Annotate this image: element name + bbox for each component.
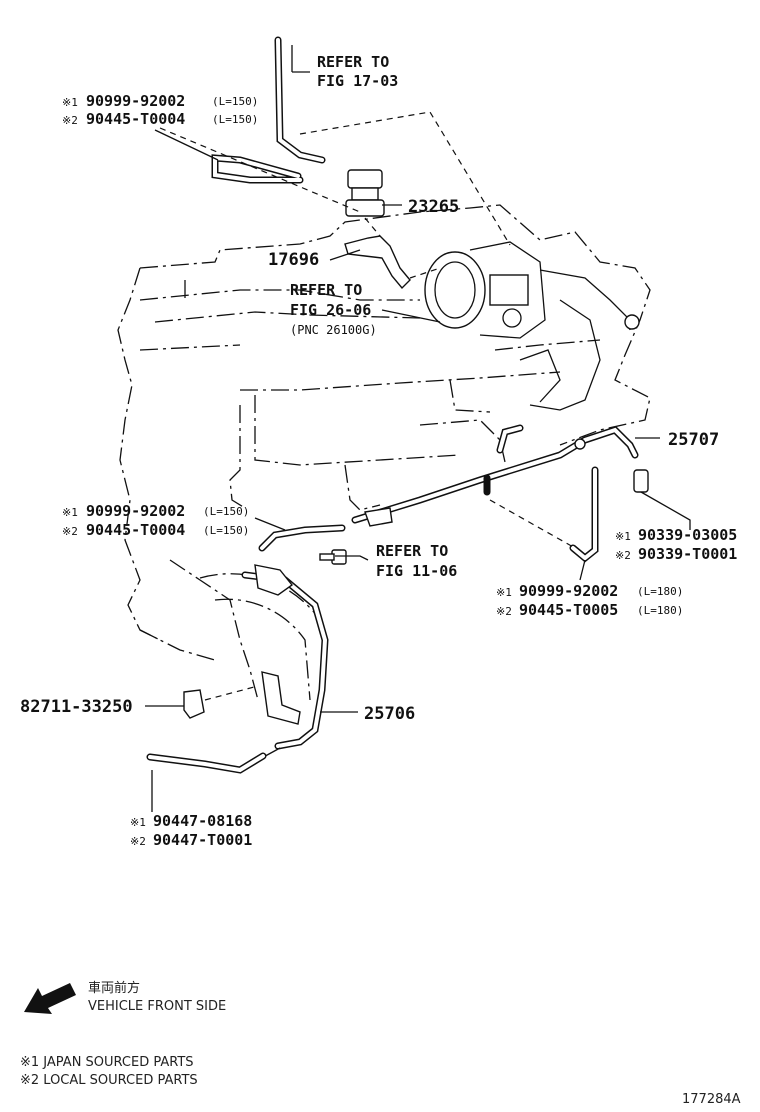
leader-dash bbox=[489, 499, 576, 549]
mark: ※2 bbox=[62, 114, 78, 127]
part-number-17696: 17696 bbox=[268, 250, 319, 270]
bolt-fig-11-06 bbox=[319, 549, 347, 565]
leader-dash bbox=[364, 217, 381, 237]
part-number: 90339-03005 bbox=[638, 526, 737, 544]
refer-line-2: FIG 17-03 bbox=[317, 72, 398, 90]
part-number: 90339-T0001 bbox=[638, 545, 737, 563]
part-number-25707: 25707 bbox=[668, 430, 719, 450]
refer-line-1: REFER TO bbox=[376, 542, 448, 560]
throttle-body bbox=[424, 241, 640, 411]
refer-line-2: FIG 26-06 bbox=[290, 301, 371, 319]
part-number: 90999-92002 bbox=[519, 582, 618, 600]
mark: ※1 bbox=[615, 530, 631, 543]
callout-hose-mid-right: ※1 90999-92002 (L=180) ※2 90445-T0005 (L… bbox=[496, 582, 683, 619]
part-number: 90445-T0004 bbox=[86, 521, 185, 539]
mark: ※2 bbox=[496, 605, 512, 618]
part-number: 90445-T0004 bbox=[86, 110, 185, 128]
leader-dash bbox=[409, 267, 441, 279]
clamp-82711 bbox=[183, 689, 205, 719]
pipe-25706 bbox=[241, 564, 329, 761]
part-number: 90447-T0001 bbox=[153, 831, 252, 849]
refer-line-1: REFER TO bbox=[290, 281, 362, 299]
bracket-17696 bbox=[344, 235, 411, 290]
legend-local-sourced: ※2 LOCAL SOURCED PARTS bbox=[20, 1073, 198, 1088]
hose-90999-L180 bbox=[569, 466, 599, 563]
front-direction-arrow-icon bbox=[24, 983, 76, 1014]
direction-en: VEHICLE FRONT SIDE bbox=[88, 999, 226, 1014]
mark: ※2 bbox=[130, 835, 146, 848]
part-number-82711: 82711-33250 bbox=[20, 697, 133, 717]
mark: ※1 bbox=[62, 96, 78, 109]
callout-hose-mid-left: ※1 90999-92002 (L=150) ※2 90445-T0004 (L… bbox=[62, 502, 249, 539]
callout-refer-11-06: REFER TO FIG 11-06 bbox=[376, 542, 457, 580]
callout-refer-17-03: REFER TO FIG 17-03 bbox=[317, 53, 398, 90]
length-note: (L=150) bbox=[212, 95, 258, 108]
callout-hose-top: ※1 90999-92002 (L=150) ※2 90445-T0004 (L… bbox=[62, 92, 258, 128]
refer-line-1: REFER TO bbox=[317, 53, 389, 71]
length-note: (L=150) bbox=[203, 524, 249, 537]
refer-pnc: (PNC 26100G) bbox=[290, 323, 377, 337]
part-number: 90999-92002 bbox=[86, 502, 185, 520]
mark: ※2 bbox=[62, 525, 78, 538]
mark: ※1 bbox=[496, 586, 512, 599]
hose-short-90339 bbox=[633, 469, 649, 493]
figure-id: 177284A bbox=[682, 1092, 741, 1107]
callout-refer-26-06: REFER TO FIG 26-06 (PNC 26100G) bbox=[290, 281, 377, 337]
refer-line-2: FIG 11-06 bbox=[376, 562, 457, 580]
direction-jp: 車両前方 bbox=[88, 980, 140, 996]
leader-line bbox=[640, 491, 691, 530]
part-number: 90999-92002 bbox=[86, 92, 185, 110]
legend-japan-sourced: ※1 JAPAN SOURCED PARTS bbox=[20, 1055, 194, 1070]
pipe-25707 bbox=[351, 424, 639, 527]
mark: ※1 bbox=[62, 506, 78, 519]
leader-dash bbox=[204, 685, 259, 701]
part-number-23265: 23265 bbox=[408, 197, 459, 217]
length-note: (L=150) bbox=[212, 113, 258, 126]
mark: ※1 bbox=[130, 816, 146, 829]
vsv-valve-23265 bbox=[345, 169, 385, 217]
part-number: 90445-T0005 bbox=[519, 601, 618, 619]
mark: ※2 bbox=[615, 549, 631, 562]
callout-hose-short-right: ※1 90339-03005 ※2 90339-T0001 bbox=[615, 526, 737, 563]
part-number-25706: 25706 bbox=[364, 704, 415, 724]
part-number: 90447-08168 bbox=[153, 812, 252, 830]
length-note: (L=150) bbox=[203, 505, 249, 518]
leader-dash bbox=[299, 111, 511, 246]
length-note: (L=180) bbox=[637, 604, 683, 617]
engine-block-outline bbox=[117, 204, 651, 701]
leader-lines bbox=[145, 45, 660, 812]
upper-hose-assembly bbox=[211, 36, 326, 184]
length-note: (L=180) bbox=[637, 585, 683, 598]
leader-dash bbox=[159, 127, 361, 213]
callout-hose-bottom: ※1 90447-08168 ※2 90447-T0001 bbox=[130, 812, 252, 849]
